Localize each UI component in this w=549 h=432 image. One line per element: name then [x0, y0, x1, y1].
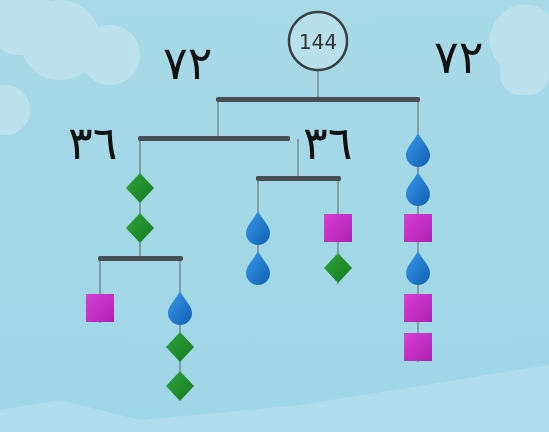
label-left-beam: ٣٦ [68, 116, 118, 170]
drop-icon [246, 251, 270, 285]
beam-top [216, 97, 420, 102]
mobile-beams [98, 97, 420, 261]
ground-decoration [0, 365, 549, 432]
drop-icon [246, 211, 270, 245]
diamond-icon [324, 253, 352, 283]
diamond-icon [126, 213, 154, 243]
square-icon [404, 214, 432, 242]
drop-icon [406, 172, 430, 206]
mobile-shapes [86, 133, 432, 401]
square-icon [324, 214, 352, 242]
label-top-right: ٧٢ [434, 30, 484, 84]
drop-icon [406, 251, 430, 285]
drop-icon [406, 133, 430, 167]
diamond-icon [166, 371, 194, 401]
beam-middle [256, 176, 341, 181]
square-icon [86, 294, 114, 322]
beam-left [138, 136, 290, 141]
diamond-icon [126, 173, 154, 203]
label-top-left: ٧٢ [163, 36, 213, 90]
label-right-beam: ٣٦ [303, 116, 353, 170]
drop-icon [168, 291, 192, 325]
total-circle [287, 10, 349, 72]
square-icon [404, 333, 432, 361]
diamond-icon [166, 332, 194, 362]
beam-lower-left [98, 256, 183, 261]
total-value: 144 [298, 30, 338, 54]
cloud-decoration [0, 0, 549, 135]
square-icon [404, 294, 432, 322]
